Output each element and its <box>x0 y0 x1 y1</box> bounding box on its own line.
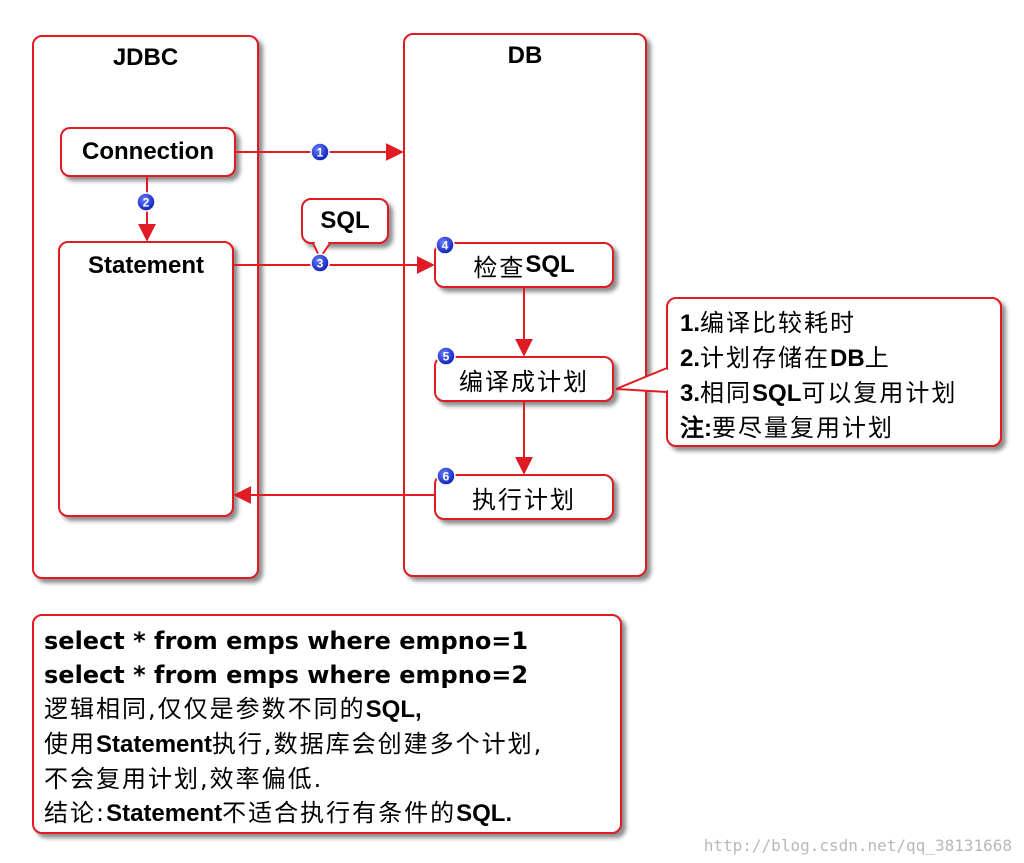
conclusion-line-4: 使用Statement执行,数据库会创建多个计划, <box>44 730 544 758</box>
sql-callout-label: SQL <box>320 207 370 234</box>
step-badge-2: 2 <box>136 192 156 212</box>
jdbc-title: JDBC <box>112 44 179 71</box>
svg-text:1: 1 <box>317 146 324 160</box>
note-line-4: 注:要尽量复用计划 <box>680 414 894 442</box>
statement-label: Statement <box>87 252 205 279</box>
note-line-2: 2.计划存储在DB上 <box>680 344 891 372</box>
note-line-1: 1.编译比较耗时 <box>680 309 857 337</box>
conclusion-box: select * from emps where empno=1 select … <box>32 614 622 834</box>
note-line-3: 3.相同SQL可以复用计划 <box>680 379 958 407</box>
check-sql-prefix: 检查 <box>473 253 526 282</box>
query-line-2: select * from emps where empno=2 <box>44 661 529 689</box>
step-badge-6: 6 <box>436 466 456 486</box>
svg-text:4: 4 <box>442 239 449 253</box>
svg-text:2: 2 <box>143 196 150 210</box>
check-sql-suffix: SQL <box>525 251 575 278</box>
step-badge-5: 5 <box>436 346 456 366</box>
execute-plan-label: 执行计划 <box>472 485 576 514</box>
execute-plan-node: 执行计划 <box>434 474 614 520</box>
step-badge-3: 3 <box>310 253 330 273</box>
watermark: http://blog.csdn.net/qq_38131668 <box>703 836 1012 855</box>
sql-callout: SQL <box>301 198 389 244</box>
svg-text:6: 6 <box>443 470 450 484</box>
conclusion-line-5: 不会复用计划,效率偏低. <box>44 765 324 793</box>
query-line-1: select * from emps where empno=1 <box>44 627 529 655</box>
connection-label: Connection <box>82 138 214 165</box>
svg-text:5: 5 <box>443 350 450 364</box>
db-title: DB <box>507 42 543 69</box>
compile-plan-label: 编译成计划 <box>459 367 589 396</box>
notes-callout-pointer <box>615 367 668 393</box>
statement-node: Statement <box>58 241 234 517</box>
step-badge-1: 1 <box>310 142 330 162</box>
conclusion-line-6: 结论:Statement不适合执行有条件的SQL. <box>44 799 513 827</box>
notes-box: 1.编译比较耗时 2.计划存储在DB上 3.相同SQL可以复用计划 注:要尽量复… <box>666 297 1002 447</box>
connection-node: Connection <box>60 127 236 177</box>
step-badge-4: 4 <box>435 235 455 255</box>
notes-lines: 1.编译比较耗时 2.计划存储在DB上 3.相同SQL可以复用计划 注:要尽量复… <box>680 306 957 446</box>
conclusion-line-3: 逻辑相同,仅仅是参数不同的SQL, <box>44 695 422 723</box>
svg-text:3: 3 <box>317 257 324 271</box>
compile-plan-node: 编译成计划 <box>434 356 614 402</box>
conclusion-lines: select * from emps where empno=1 select … <box>44 624 543 831</box>
